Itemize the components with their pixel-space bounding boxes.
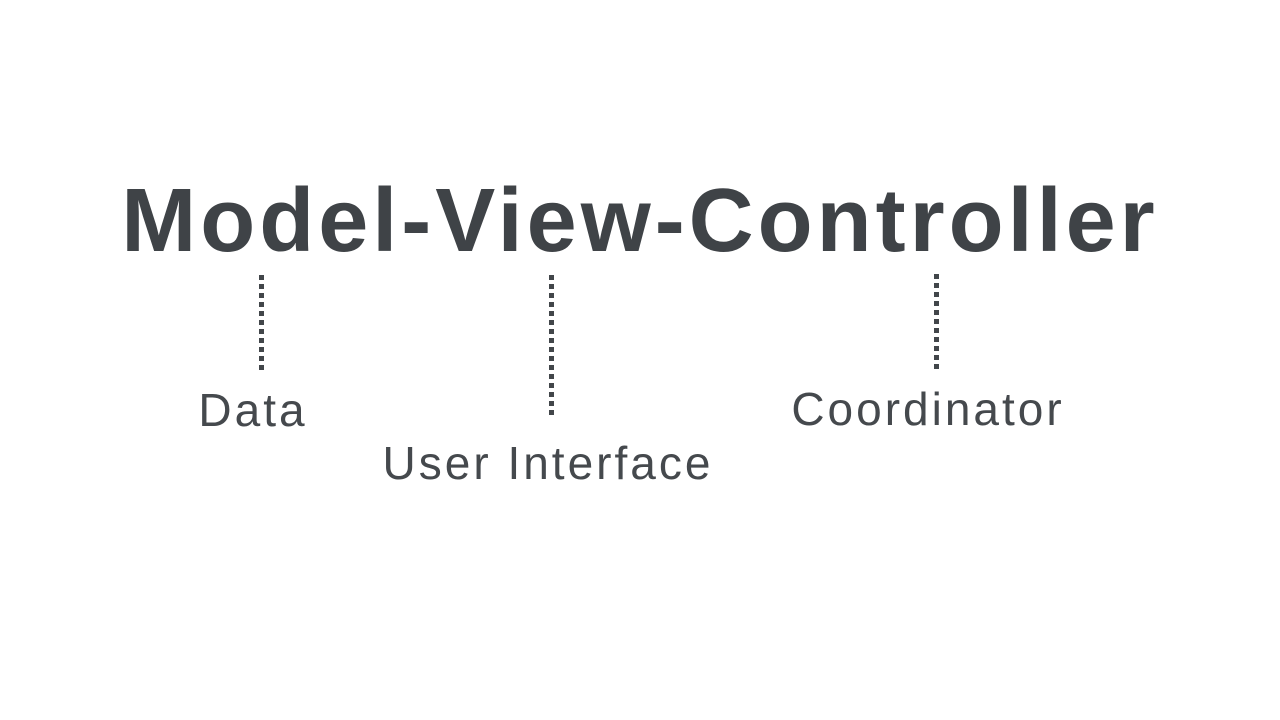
annotation-label-user-interface: User Interface [382, 437, 714, 489]
annotation-label-data: Data [198, 384, 308, 436]
annotation-label-coordinator: Coordinator [791, 383, 1065, 435]
dotted-connector-model-icon [259, 275, 264, 370]
diagram-title: Model-View-Controller [121, 171, 1159, 271]
dotted-connector-controller-icon [934, 274, 939, 369]
dotted-connector-view-icon [549, 275, 554, 415]
